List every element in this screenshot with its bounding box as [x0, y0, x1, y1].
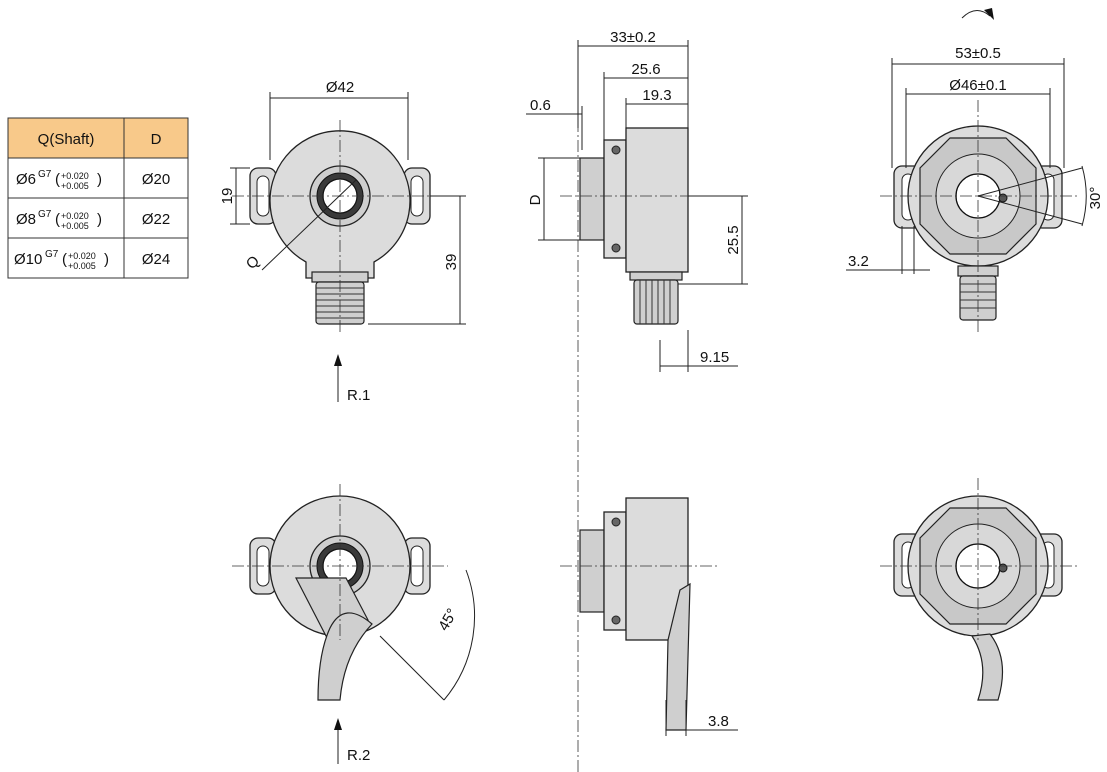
shaft-q-label: Q — [243, 253, 263, 273]
shaft-size: Ø6 — [16, 171, 36, 188]
dim-25-5-label: 25.5 — [725, 225, 742, 254]
side-view: D 33±0.2 25.6 19.3 0.6 25.5 9.15 — [526, 29, 748, 772]
table-header-shaft: Q(Shaft) — [38, 131, 95, 148]
table-row: Ø6 G7 ( +0.020 +0.005 ) Ø20 — [16, 169, 170, 191]
shaft-size: Ø8 — [16, 211, 36, 228]
angle-30-label: 30° — [1087, 187, 1104, 210]
bottom-side-view: 3.8 — [560, 497, 738, 736]
table-row: Ø8 G7 ( +0.020 +0.005 ) Ø22 — [16, 209, 170, 231]
shaft-size: Ø10 — [14, 251, 42, 268]
shaft-table: Q(Shaft) D Ø6 G7 ( +0.020 +0.005 ) Ø20 Ø… — [7, 117, 189, 279]
tol-upper: +0.020 — [68, 251, 96, 261]
d-value: Ø20 — [142, 171, 170, 188]
diameter-42-label: Ø42 — [326, 79, 354, 96]
dim-33-label: 33±0.2 — [610, 29, 656, 46]
d-value: Ø24 — [142, 251, 170, 268]
height-19-label: 19 — [219, 188, 236, 205]
svg-text:(: ( — [62, 251, 67, 268]
dim-3-8-label: 3.8 — [708, 713, 729, 730]
tol-lower: +0.005 — [61, 181, 89, 191]
front-view: Ø42 19 39 Q R.1 — [219, 79, 466, 404]
fit-class: G7 — [45, 249, 59, 260]
svg-text:): ) — [97, 211, 102, 228]
bottom-front-view: 45° R.2 — [232, 484, 476, 764]
dim-46-label: Ø46±0.1 — [949, 77, 1006, 94]
fit-class: G7 — [38, 169, 52, 180]
d-value: Ø22 — [142, 211, 170, 228]
table-row: Ø10 G7 ( +0.020 +0.005 ) Ø24 — [14, 249, 170, 271]
svg-text:(: ( — [55, 171, 60, 188]
height-39-label: 39 — [443, 254, 460, 271]
tol-upper: +0.020 — [61, 211, 89, 221]
fit-class: G7 — [38, 209, 52, 220]
tol-lower: +0.005 — [68, 261, 96, 271]
dim-0-6-label: 0.6 — [530, 97, 551, 114]
table-header-d: D — [151, 131, 162, 148]
svg-text:): ) — [104, 251, 109, 268]
bottom-rear-view — [880, 478, 1080, 701]
angle-45-label: 45° — [435, 606, 461, 634]
dim-3-2-label: 3.2 — [848, 253, 869, 270]
dim-53-label: 53±0.5 — [955, 45, 1001, 62]
tol-upper: +0.020 — [61, 171, 89, 181]
d-label: D — [527, 194, 544, 205]
svg-text:): ) — [97, 171, 102, 188]
rear-view: 53±0.5 Ø46±0.1 3.2 30° — [846, 8, 1104, 334]
view-label-r1: R.1 — [347, 387, 370, 404]
tol-lower: +0.005 — [61, 221, 89, 231]
dim-9-15-label: 9.15 — [700, 349, 729, 366]
dim-25-6-label: 25.6 — [631, 61, 660, 78]
svg-text:(: ( — [55, 211, 60, 228]
dim-19-3-label: 19.3 — [642, 87, 671, 104]
view-label-r2: R.2 — [347, 747, 370, 764]
